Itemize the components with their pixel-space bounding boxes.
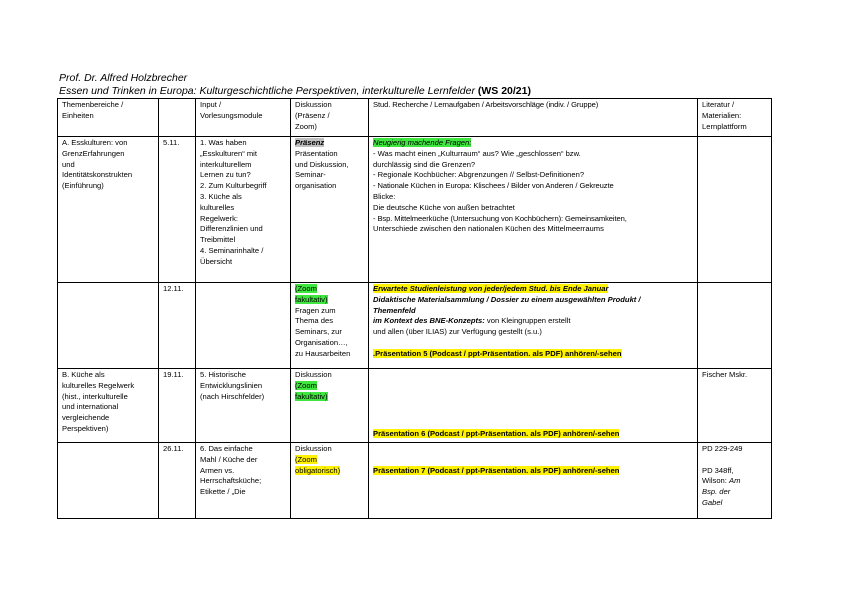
presentation-note: Präsentation 6 (Podcast / ppt-Präsentati… — [373, 429, 620, 439]
topic-cell: B. Küche als kulturelles Regelwerk (hist… — [57, 368, 159, 443]
presentation-note: .Präsentation 5 (Podcast / ppt-Präsentat… — [373, 348, 622, 358]
mode-badge: Präsenz — [295, 138, 325, 147]
table-row: 26.11. 6. Das einfache Mahl / Küche der … — [57, 442, 772, 519]
research-cell: Präsentation 7 (Podcast / ppt-Präsentati… — [368, 442, 698, 519]
date-cell: 26.11. — [158, 442, 196, 519]
mode-badge: (Zoom — [295, 284, 317, 293]
header-discussion: Diskussion (Präsenz / Zoom) — [290, 98, 369, 137]
discussion-cell: Diskussion (Zoom obligatorisch) — [290, 442, 369, 519]
author-line: Prof. Dr. Alfred Holzbrecher — [59, 72, 188, 84]
literature-cell: PD 229-249 PD 348ff, Wilson: Am Bsp. der… — [697, 442, 772, 519]
input-cell: 1. Was haben „Esskulturen“ mit interkult… — [195, 136, 291, 283]
mode-badge: fakultativ) — [295, 391, 328, 401]
topic-cell — [57, 442, 159, 519]
literature-cell — [697, 136, 772, 283]
assignment-heading: Erwartete Studienleistung von jeder/jede… — [373, 284, 609, 293]
course-title: Essen und Trinken in Europa: Kulturgesch… — [59, 85, 531, 98]
date-cell: 19.11. — [158, 368, 196, 443]
course-title-text: Essen und Trinken in Europa: Kulturgesch… — [59, 85, 475, 97]
discussion-cell: Diskussion (Zoom fakultativ) — [290, 368, 369, 443]
mode-badge: fakultativ) — [295, 294, 328, 304]
research-cell: Neugierig machende Fragen: - Was macht e… — [368, 136, 698, 283]
seminar-plan-table: Themenbereiche / Einheiten Input / Vorle… — [57, 98, 772, 519]
discussion-cell: Präsenz Präsentation und Diskussion, Sem… — [290, 136, 369, 283]
header-research: Stud. Recherche / Lernaufgaben / Arbeits… — [368, 98, 698, 137]
mode-badge: (Zoom — [295, 380, 317, 390]
mode-badge: (Zoom — [295, 454, 317, 464]
semester-label: (WS 20/21) — [477, 85, 531, 97]
table-row: 12.11. (Zoom fakultativ) Fragen zum Them… — [57, 282, 772, 369]
question-heading: Neugierig machende Fragen: — [373, 138, 472, 147]
mode-badge: obligatorisch) — [295, 465, 341, 475]
input-cell — [195, 282, 291, 369]
header-literature: Literatur / Materialien: Lernplattform — [697, 98, 772, 137]
table-row: A. Esskulturen: von GrenzErfahrungen und… — [57, 136, 772, 283]
discussion-cell: (Zoom fakultativ) Fragen zum Thema des S… — [290, 282, 369, 369]
table-header-row: Themenbereiche / Einheiten Input / Vorle… — [57, 98, 772, 137]
date-cell: 12.11. — [158, 282, 196, 369]
literature-cell: Fischer Mskr. — [697, 368, 772, 443]
input-cell: 5. Historische Entwicklungslinien (nach … — [195, 368, 291, 443]
presentation-note: Präsentation 7 (Podcast / ppt-Präsentati… — [373, 465, 620, 475]
topic-cell — [57, 282, 159, 369]
date-cell: 5.11. — [158, 136, 196, 283]
topic-cell: A. Esskulturen: von GrenzErfahrungen und… — [57, 136, 159, 283]
header-input: Input / Vorlesungsmodule — [195, 98, 291, 137]
header-date — [158, 98, 196, 137]
input-cell: 6. Das einfache Mahl / Küche der Armen v… — [195, 442, 291, 519]
research-cell: Präsentation 6 (Podcast / ppt-Präsentati… — [368, 368, 698, 443]
literature-cell — [697, 282, 772, 369]
header-themes: Themenbereiche / Einheiten — [57, 98, 159, 137]
table-row: B. Küche als kulturelles Regelwerk (hist… — [57, 368, 772, 443]
research-cell: Erwartete Studienleistung von jeder/jede… — [368, 282, 698, 369]
